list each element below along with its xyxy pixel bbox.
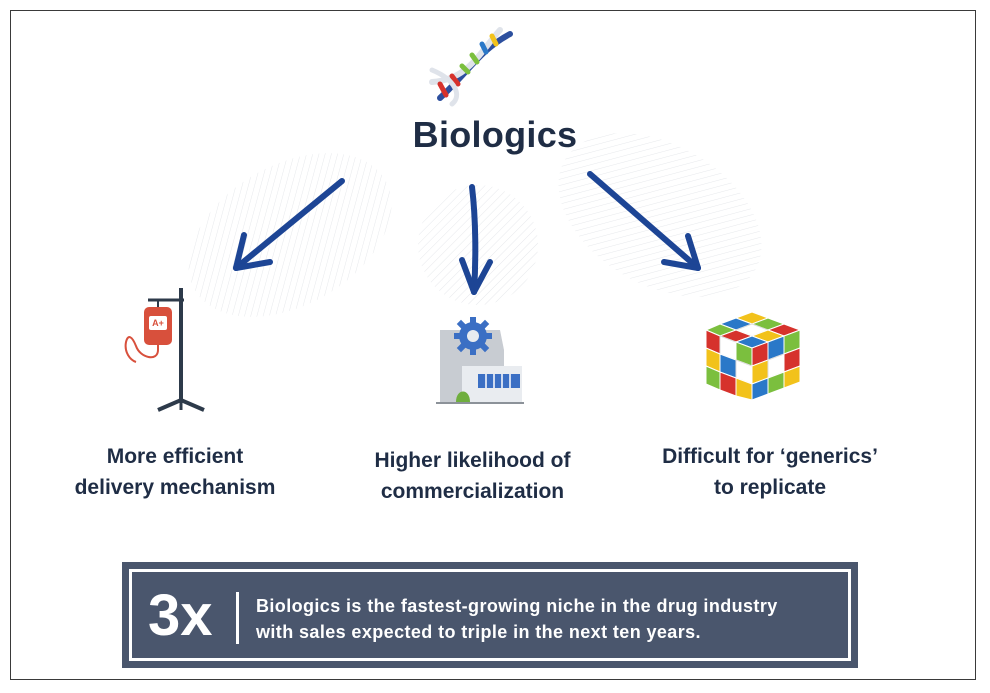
stat-banner-border: 3x Biologics is the fastest-growing nich… [129,569,851,661]
iv-bag-label: A+ [152,318,164,328]
dna-helix-icon [429,27,513,107]
stat-banner: 3x Biologics is the fastest-growing nich… [122,562,858,668]
rubiks-cube-icon [704,311,802,401]
benefit-replication-caption: Difficult for ‘generics’ to replicate [662,445,878,499]
stat-divider [236,592,239,644]
benefit-delivery-caption: More efficient delivery mechanism [74,445,276,499]
stat-description: Biologics is the fastest-growing niche i… [256,596,778,642]
factory-gear-icon [436,317,524,404]
arrow-center [459,184,493,295]
arrow-right [587,171,701,271]
arrow-left [233,178,345,271]
diagram-title: Biologics [412,114,578,155]
benefit-commercialization-caption: Higher likelihood of commercialization [374,449,571,503]
iv-drip-icon [124,288,205,412]
gear-icon [454,317,492,355]
stat-value: 3x [148,583,213,648]
